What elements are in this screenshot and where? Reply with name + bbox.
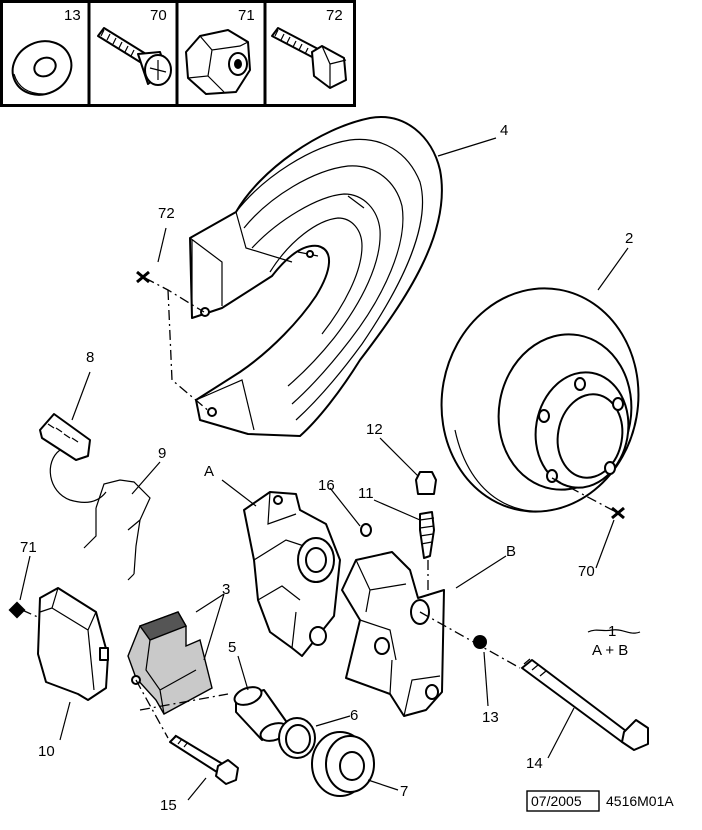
inset-label-71: 71	[238, 7, 255, 24]
retaining-spring-part-9	[83, 479, 151, 581]
callout-4: 4	[500, 122, 508, 139]
bleed-cap-part-12	[415, 471, 437, 495]
callout-70: 70	[578, 563, 595, 580]
screw-marker-70	[611, 506, 625, 520]
brake-disc-part-2	[440, 287, 640, 513]
callout-7: 7	[400, 783, 408, 800]
inner-brake-pad-part-3	[127, 611, 213, 715]
callout-13: 13	[482, 709, 499, 726]
bearing-part-7	[311, 731, 375, 797]
callout-6: 6	[350, 707, 358, 724]
callout-8: 8	[86, 349, 94, 366]
washer-icon	[11, 40, 73, 96]
bleed-screw-part-11	[419, 511, 435, 559]
guide-bolt-part-15	[169, 734, 239, 785]
callout-9: 9	[158, 445, 166, 462]
inset-label-72: 72	[326, 7, 343, 24]
callout-12: 12	[366, 421, 383, 438]
callout-2: 2	[625, 230, 633, 247]
footer-date: 07/2005	[531, 793, 582, 809]
washer-part-13	[473, 635, 487, 649]
parts-inset: 13 70 71 72	[0, 0, 356, 107]
callout-1: 1	[608, 623, 616, 640]
leader-lines	[19, 137, 641, 801]
assembly-lines	[21, 277, 617, 739]
callout-10: 10	[38, 743, 55, 760]
wear-indicator-part-8	[39, 413, 107, 504]
callout-72: 72	[158, 205, 175, 222]
hex-bolt-icon	[271, 27, 347, 89]
callout-labels: 1 A + B 2 3 4 5 6 7 8 9 10 11 12 13 14 1…	[20, 122, 633, 814]
callout-15: 15	[160, 797, 177, 814]
callout-a: A	[204, 463, 214, 480]
callout-3: 3	[222, 581, 230, 598]
callout-b: B	[506, 543, 516, 560]
outer-brake-pad-part-10	[37, 587, 109, 701]
footer-ref: 4516M01A	[606, 793, 674, 809]
callout-11: 11	[358, 485, 374, 502]
caliper-carrier-part-a	[243, 491, 341, 657]
callout-5: 5	[228, 639, 236, 656]
guide-bolt-part-14	[521, 658, 649, 751]
callout-14: 14	[526, 755, 543, 772]
inset-label-70: 70	[150, 7, 167, 24]
callout-71: 71	[20, 539, 37, 556]
nut-marker-71	[8, 601, 26, 619]
cross-head-screw-icon	[97, 27, 172, 86]
o-ring-part-16	[360, 523, 372, 537]
callout-1-sub: A + B	[592, 642, 628, 659]
seal-ring-part-6	[278, 717, 316, 759]
hex-nut-icon	[185, 29, 251, 95]
inset-label-13: 13	[64, 7, 81, 24]
footer-reference: 07/2005 4516M01A	[526, 790, 674, 812]
dust-shield-part-4	[189, 116, 443, 437]
caliper-body-part-b	[341, 551, 445, 717]
bolt-marker-72	[136, 270, 150, 284]
callout-16: 16	[318, 477, 335, 494]
